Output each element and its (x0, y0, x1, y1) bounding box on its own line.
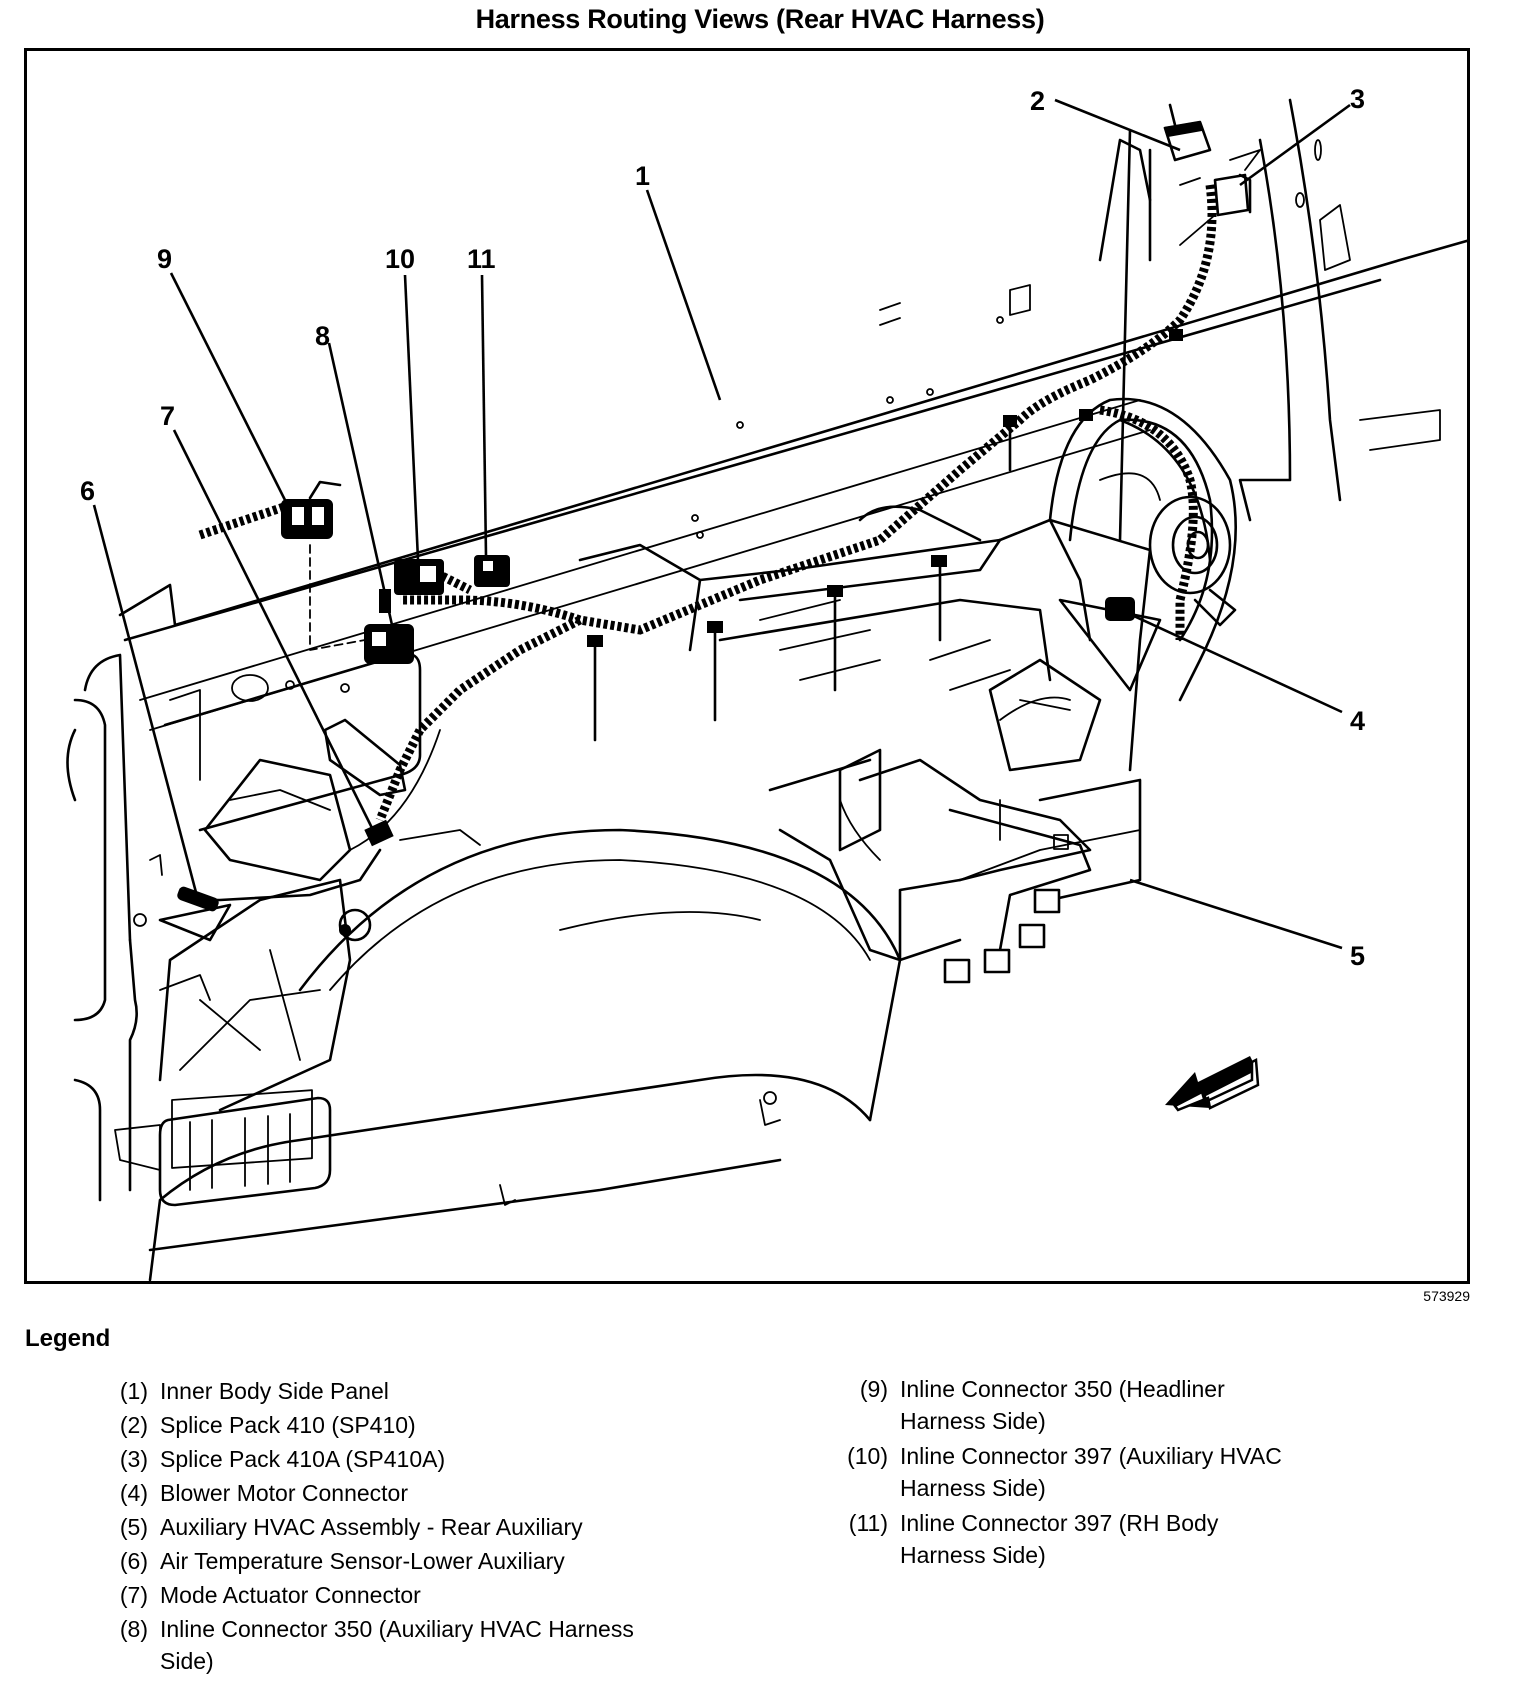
mode-actuator-housing (133, 718, 441, 1001)
legend-item-number: (4) (119, 1480, 148, 1506)
legend-item: (3) Splice Pack 410A (SP410A) (86, 1442, 726, 1476)
splice-pack-410 (1163, 103, 1212, 162)
legend-item-number: (3) (119, 1446, 148, 1472)
legend-item: (11) Inline Connector 397 (RH Body Harnes… (826, 1506, 1306, 1571)
legend-item-text: Splice Pack 410A (SP410A) (160, 1446, 446, 1472)
legend-item-number: (6) (119, 1548, 148, 1574)
legend-item-text: Air Temperature Sensor-Lower Auxiliary (160, 1548, 565, 1574)
callout-2: 2 (1030, 86, 1045, 116)
legend-item-number: (10) (847, 1443, 888, 1469)
legend-item-text: Inline Connector 350 (Auxiliary HVAC Har… (160, 1616, 634, 1674)
diagram-title: Harness Routing Views (Rear HVAC Harness… (475, 4, 1045, 34)
legend-item: (8) Inline Connector 350 (Auxiliary HVAC … (86, 1612, 646, 1677)
connector-8 (309, 544, 414, 664)
front-direction-arrow-icon (1165, 1056, 1260, 1112)
legend-item-number: (11) (848, 1510, 888, 1536)
callout-3: 3 (1350, 84, 1365, 114)
callout-labels: 1 2 3 4 5 6 7 8 9 10 11 (80, 84, 1365, 971)
callout-6: 6 (80, 476, 95, 506)
wheelhouse (148, 828, 902, 1282)
callout-9: 9 (157, 244, 172, 274)
legend-item-number: (9) (859, 1376, 888, 1402)
legend-item-text: Auxiliary HVAC Assembly - Rear Auxiliary (160, 1514, 583, 1540)
legend-item-number: (7) (119, 1582, 148, 1608)
legend-item-text: Inline Connector 397 (Auxiliary HVAC Har… (900, 1443, 1282, 1501)
legend-item: (2) Splice Pack 410 (SP410) (86, 1408, 726, 1442)
connector-10 (394, 559, 444, 595)
callout-11: 11 (467, 244, 496, 274)
legend-item: (9) Inline Connector 350 (Headliner Harne… (826, 1372, 1306, 1437)
callout-8: 8 (315, 321, 330, 351)
auxiliary-hvac-assembly (578, 505, 1152, 984)
connector-7 (364, 819, 394, 847)
legend-item-text: Mode Actuator Connector (160, 1582, 421, 1608)
legend-item: (1) Inner Body Side Panel (86, 1374, 726, 1408)
legend-column-left: (1) Inner Body Side Panel (2) Splice Pack … (86, 1374, 726, 1677)
callout-7: 7 (160, 401, 175, 431)
legend-item-text: Blower Motor Connector (160, 1480, 408, 1506)
callout-4: 4 (1350, 706, 1365, 736)
legend-item: (5) Auxiliary HVAC Assembly - Rear Auxili… (86, 1510, 726, 1544)
callout-1: 1 (635, 161, 650, 191)
legend-item-text: Inner Body Side Panel (160, 1378, 389, 1404)
connector-4 (1058, 597, 1162, 692)
connector-11 (474, 555, 510, 587)
legend-item: (7) Mode Actuator Connector (86, 1578, 726, 1612)
legend-item-text: Splice Pack 410 (SP410) (160, 1412, 416, 1438)
legend-item: (10) Inline Connector 397 (Auxiliary HVAC… (826, 1439, 1366, 1504)
hvac-harness-illustration: 1 2 3 4 5 6 7 8 9 10 11 (66, 84, 1470, 1282)
legend-item: (6) Air Temperature Sensor-Lower Auxiliar… (86, 1544, 726, 1578)
legend-column-right: (9) Inline Connector 350 (Headliner Harne… (826, 1372, 1366, 1571)
legend-item-text: Inline Connector 350 (Headliner Harness … (900, 1376, 1225, 1434)
inner-body-side-panel (66, 98, 1470, 1202)
legend-item: (4) Blower Motor Connector (86, 1476, 726, 1510)
callout-leaders (92, 98, 1351, 950)
legend-item-number: (2) (119, 1412, 148, 1438)
legend-item-number: (1) (119, 1378, 148, 1404)
callout-5: 5 (1350, 941, 1365, 971)
rear-floor-duct (114, 878, 352, 1207)
splice-pack-410a (1179, 149, 1261, 246)
legend-item-number: (8) (119, 1616, 148, 1642)
blower-motor (1048, 397, 1238, 702)
legend-item-text: Inline Connector 397 (RH Body Harness Si… (900, 1510, 1219, 1568)
legend-item-number: (5) (119, 1514, 148, 1540)
connector-9 (281, 480, 342, 539)
legend-title: Legend (25, 1325, 111, 1352)
diagram-frame: 1 2 3 4 5 6 7 8 9 10 11 (24, 48, 1470, 1284)
callout-10: 10 (385, 244, 415, 274)
figure-number: 573929 (1423, 1288, 1470, 1304)
